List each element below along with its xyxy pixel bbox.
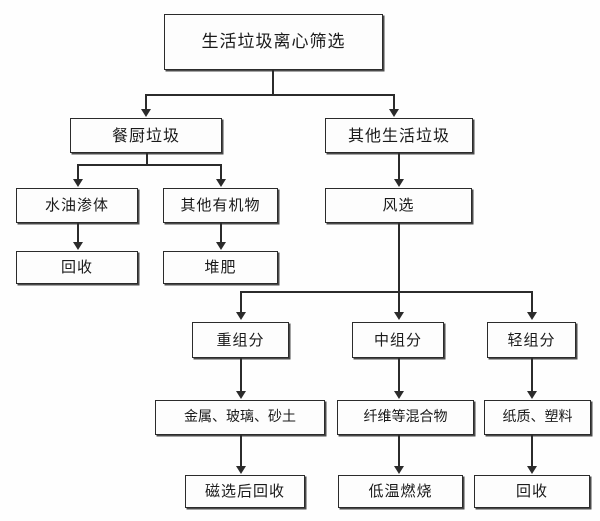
edge-fiber-to-combustion	[398, 435, 400, 467]
edge-air-to-medium-drop	[398, 291, 400, 313]
arrowhead-air-to-heavy	[236, 312, 246, 320]
edge-heavy-to-metal	[240, 358, 242, 392]
edge-air-to-light-drop	[531, 291, 533, 313]
arrowhead-air-to-light	[527, 312, 537, 320]
node-metal-glass-sand[interactable]: 金属、玻璃、砂土	[155, 400, 325, 435]
arrowhead-root-to-other	[389, 109, 399, 117]
node-fiber-mixture[interactable]: 纤维等混合物	[337, 400, 474, 435]
node-recycle-a[interactable]: 回收	[16, 251, 138, 284]
edge-kitchen-trunk	[146, 153, 148, 165]
arrowhead-fiber-to-combustion	[394, 466, 404, 474]
node-compost[interactable]: 堆肥	[163, 251, 278, 284]
arrowhead-light-to-paper	[527, 391, 537, 399]
arrowhead-kitchen-to-organics	[216, 179, 226, 187]
edge-medium-to-fiber	[398, 358, 400, 392]
arrowhead-kitchen-to-seepage	[73, 179, 83, 187]
arrowhead-heavy-to-metal	[236, 391, 246, 399]
arrowhead-other-to-air	[394, 179, 404, 187]
node-paper-plastic[interactable]: 纸质、塑料	[484, 400, 591, 435]
node-water-oil-seepage[interactable]: 水油渗体	[16, 188, 138, 223]
arrowhead-metal-to-magnetic	[236, 466, 246, 474]
edge-seepage-to-recycle	[77, 223, 79, 243]
arrowhead-organics-to-compost	[216, 242, 226, 250]
arrowhead-root-to-kitchen	[141, 109, 151, 117]
edge-air-bus	[240, 291, 532, 293]
edge-root-to-other-drop	[393, 94, 395, 110]
arrowhead-medium-to-fiber	[394, 391, 404, 399]
edge-other-to-air	[398, 153, 400, 180]
node-low-temp-combustion[interactable]: 低温燃烧	[338, 475, 463, 508]
edge-kitchen-to-organics-drop	[220, 164, 222, 179]
edge-kitchen-to-seepage-drop	[77, 164, 79, 179]
node-air-separation[interactable]: 风选	[325, 188, 472, 223]
node-kitchen-waste[interactable]: 餐厨垃圾	[70, 118, 222, 153]
edge-root-trunk	[272, 70, 274, 96]
arrowhead-paper-to-recycle	[527, 466, 537, 474]
edge-metal-to-magnetic	[240, 435, 242, 467]
edge-organics-to-compost	[220, 223, 222, 243]
edge-root-bus	[145, 94, 394, 96]
edge-paper-to-recycle	[531, 435, 533, 467]
node-other-organics[interactable]: 其他有机物	[163, 188, 278, 223]
edge-air-trunk	[398, 223, 400, 292]
arrowhead-seepage-to-recycle	[73, 242, 83, 250]
arrowhead-air-to-medium	[394, 312, 404, 320]
edge-kitchen-bus	[77, 164, 221, 166]
edge-light-to-paper	[531, 358, 533, 392]
node-heavy-fraction[interactable]: 重组分	[192, 322, 289, 358]
node-medium-fraction[interactable]: 中组分	[352, 322, 444, 358]
edge-root-to-kitchen-drop	[145, 94, 147, 110]
node-root[interactable]: 生活垃圾离心筛选	[164, 14, 383, 70]
node-light-fraction[interactable]: 轻组分	[487, 322, 576, 358]
edge-air-to-heavy-drop	[240, 291, 242, 313]
node-recycle-b[interactable]: 回收	[474, 475, 590, 508]
node-other-household-waste[interactable]: 其他生活垃圾	[325, 118, 473, 153]
node-magnetic-recycle[interactable]: 磁选后回收	[185, 475, 305, 508]
